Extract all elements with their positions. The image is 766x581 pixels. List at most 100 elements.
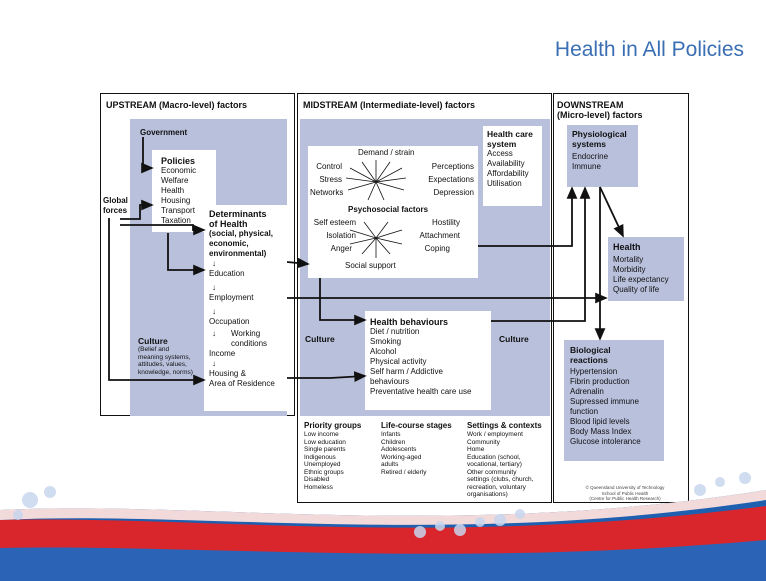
settings-item: Home [467, 446, 485, 453]
priority-item: Ethnic groups [304, 468, 344, 476]
determinant-item: Employment [209, 293, 254, 302]
determinant-item: Occupation [209, 317, 250, 326]
policy-item: Health [161, 186, 185, 195]
health-care-box: Health care system Access Availability A… [483, 126, 542, 206]
arrow-down-icon: ↓ [212, 307, 216, 316]
biological-item: Hypertension [570, 367, 618, 376]
policy-item: Taxation [161, 216, 191, 225]
culture-midstream-left: Culture [305, 334, 335, 344]
psychosocial-factor: Social support [345, 261, 396, 270]
biological-item: Fibrin production [570, 377, 630, 386]
arrow-psychosocial-physiological [478, 186, 578, 247]
biological-item: Adrenalin [570, 387, 604, 396]
determinant-item: Area of Residence [209, 379, 275, 388]
health-care-item: Affordability [487, 169, 529, 178]
psychosocial-right-bottom: Hostility Attachment Coping [419, 218, 460, 253]
health-behaviours-box: Health behaviours Diet / nutrition Smoki… [365, 311, 491, 410]
settings-item: Education (school, [467, 453, 521, 461]
biological-item: Glucose intolerance [570, 437, 641, 446]
arrow-down-icon: ↓ [212, 359, 216, 368]
arrow-housing-behaviours [287, 371, 367, 383]
policy-item: Economic [161, 166, 197, 175]
health-title: Health [613, 242, 641, 252]
behaviour-item: Physical activity [370, 357, 427, 366]
slide-title: Health in All Policies [554, 38, 744, 61]
health-outcomes-box: Health Mortality Morbidity Life expectan… [608, 237, 684, 301]
physiological-item: Immune [572, 162, 601, 171]
determinant-item: Housing & [209, 369, 246, 378]
settings-item: Other community [467, 468, 517, 476]
psychosocial-left-bottom: Self esteem Isolation Anger [313, 218, 356, 253]
determinants-box: Determinants of Health (social, physical… [204, 205, 287, 411]
arrow-down-icon: ↓ [212, 283, 216, 292]
arrow-global-housing [108, 218, 206, 386]
settings-item: Work / employment [467, 431, 523, 438]
upstream-header: UPSTREAM (Macro-level) factors [106, 100, 248, 110]
lifecourse-item: adults [381, 461, 399, 468]
determinants-title: Determinants [209, 209, 267, 219]
priority-item: Low education [304, 438, 346, 446]
arrow-down-icon: ↓ [212, 259, 216, 268]
culture-midstream-right: Culture [499, 334, 529, 344]
arrow-down-icon: ↓ [212, 329, 216, 338]
priority-item: Low income [304, 431, 339, 438]
priority-groups: Priority groups Low income Low education… [304, 421, 362, 491]
working-conditions-label: Working conditions [231, 329, 268, 348]
behaviour-item: Diet / nutrition [370, 327, 420, 336]
decorative-footer-band [0, 472, 766, 581]
health-care-item: Access [487, 149, 513, 158]
priority-item: Homeless [304, 483, 333, 491]
biological-item: function [570, 407, 599, 416]
settings-item: recreation, voluntary [467, 483, 526, 491]
priority-item: Single parents [304, 446, 346, 453]
determinants-subtitle: (social, physical, [209, 229, 274, 238]
arrow-government-policies [141, 137, 154, 174]
settings-item: organisations) [467, 491, 508, 498]
health-item: Morbidity [613, 265, 646, 274]
settings-item: vocational, tertiary) [467, 461, 522, 468]
priority-item: Disabled [304, 476, 330, 483]
biological-item: Body Mass Index [570, 427, 632, 436]
health-item: Quality of life [613, 285, 660, 294]
arrow-global-determinants [120, 224, 206, 236]
behaviour-item: Smoking [370, 337, 402, 346]
lifecourse-item: Children [381, 438, 406, 446]
policy-item: Welfare [161, 176, 189, 185]
arrow-behaviours-physiological [491, 186, 591, 322]
health-item: Mortality [613, 255, 644, 264]
arrow-determinants-psychosocial [286, 257, 310, 269]
behaviour-item: behaviours [370, 377, 410, 386]
policy-item: Housing [161, 196, 191, 205]
priority-item: Unemployed [304, 461, 341, 468]
behaviour-item: Preventative health care use [370, 387, 472, 396]
arrow-psychosocial-behaviours [319, 278, 367, 326]
policies-title: Policies [161, 156, 196, 166]
psychosocial-right-top: Perceptions Expectations Depression [428, 162, 474, 197]
lifecourse-item: Working-aged [381, 453, 422, 461]
settings-item: settings (clubs, church, [467, 476, 534, 483]
downstream-header: DOWNSTREAM (Micro-level) factors [557, 100, 643, 120]
lifecourse-item: Infants [381, 431, 401, 438]
psychosocial-factor: Demand / strain [358, 148, 415, 157]
settings-contexts: Settings & contexts Work / employment Co… [467, 421, 542, 498]
physiological-box: Physiological systems Endocrine Immune [567, 125, 638, 187]
health-item: Life expectancy [613, 275, 669, 284]
arrow-physiological-health [599, 186, 624, 238]
biological-item: Blood lipid levels [570, 417, 630, 426]
health-behaviours-title: Health behaviours [370, 317, 449, 327]
culture-upstream: Culture (Belief and meaning systems, att… [138, 336, 193, 376]
lifecourse-item: Retired / elderly [381, 468, 427, 476]
priority-item: Indigenous [304, 453, 336, 461]
behaviour-item: Alcohol [370, 347, 397, 356]
psychosocial-left-top: Control Stress Networks [310, 162, 344, 197]
biological-reactions-box: Biological reactions Hypertension Fibrin… [564, 340, 664, 461]
health-care-item: Utilisation [487, 179, 522, 188]
physiological-title: Physiological [572, 129, 627, 139]
health-care-title: Health care [487, 129, 533, 139]
policy-item: Transport [161, 206, 195, 215]
behaviour-item: Self harm / Addictive [370, 367, 443, 376]
psychosocial-box: Demand / strain Control Stress Networks … [308, 146, 478, 278]
health-care-item: Availability [487, 159, 525, 168]
copyright-credit: © Queensland University of Technology Sc… [585, 485, 665, 501]
